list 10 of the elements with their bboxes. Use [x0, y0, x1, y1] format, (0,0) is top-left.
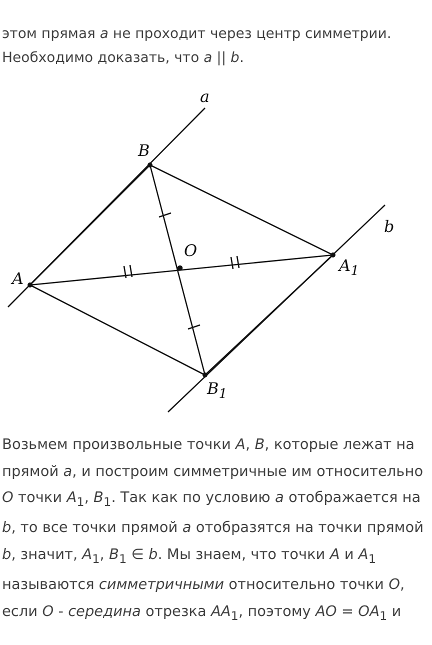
paragraph: Возьмем произвольные точки A, B, которые лежат на прямой a, и построим симметричные им относительно O точки A$_{1}$, B$_{1}$. Так как по условию a отображается на b, то все точки прямой a отобразятся на точки прямой b, значит, A$_{1}$, B$_{1}$ ∈ b. Мы знаем, что точки A и A$_{1}$ называются симметричными относительно точки O, если O - середина отрезка AA$_{1}$, поэтому AO = OA$_{1}$ и — [2, 436, 425, 625]
point-label: B — [138, 142, 150, 160]
point-label: O — [184, 242, 198, 260]
point-label: B$_{1}$ — [207, 380, 228, 404]
text-line: этом прямая a не проходит через центр симметрии. — [2, 25, 392, 44]
line-label: a — [200, 88, 210, 106]
point-label: A$_{1}$ — [339, 257, 360, 282]
text-line: Необходимо доказать, что a || b. — [2, 49, 245, 68]
point-label: A — [12, 270, 24, 288]
line-label: b — [384, 218, 394, 236]
